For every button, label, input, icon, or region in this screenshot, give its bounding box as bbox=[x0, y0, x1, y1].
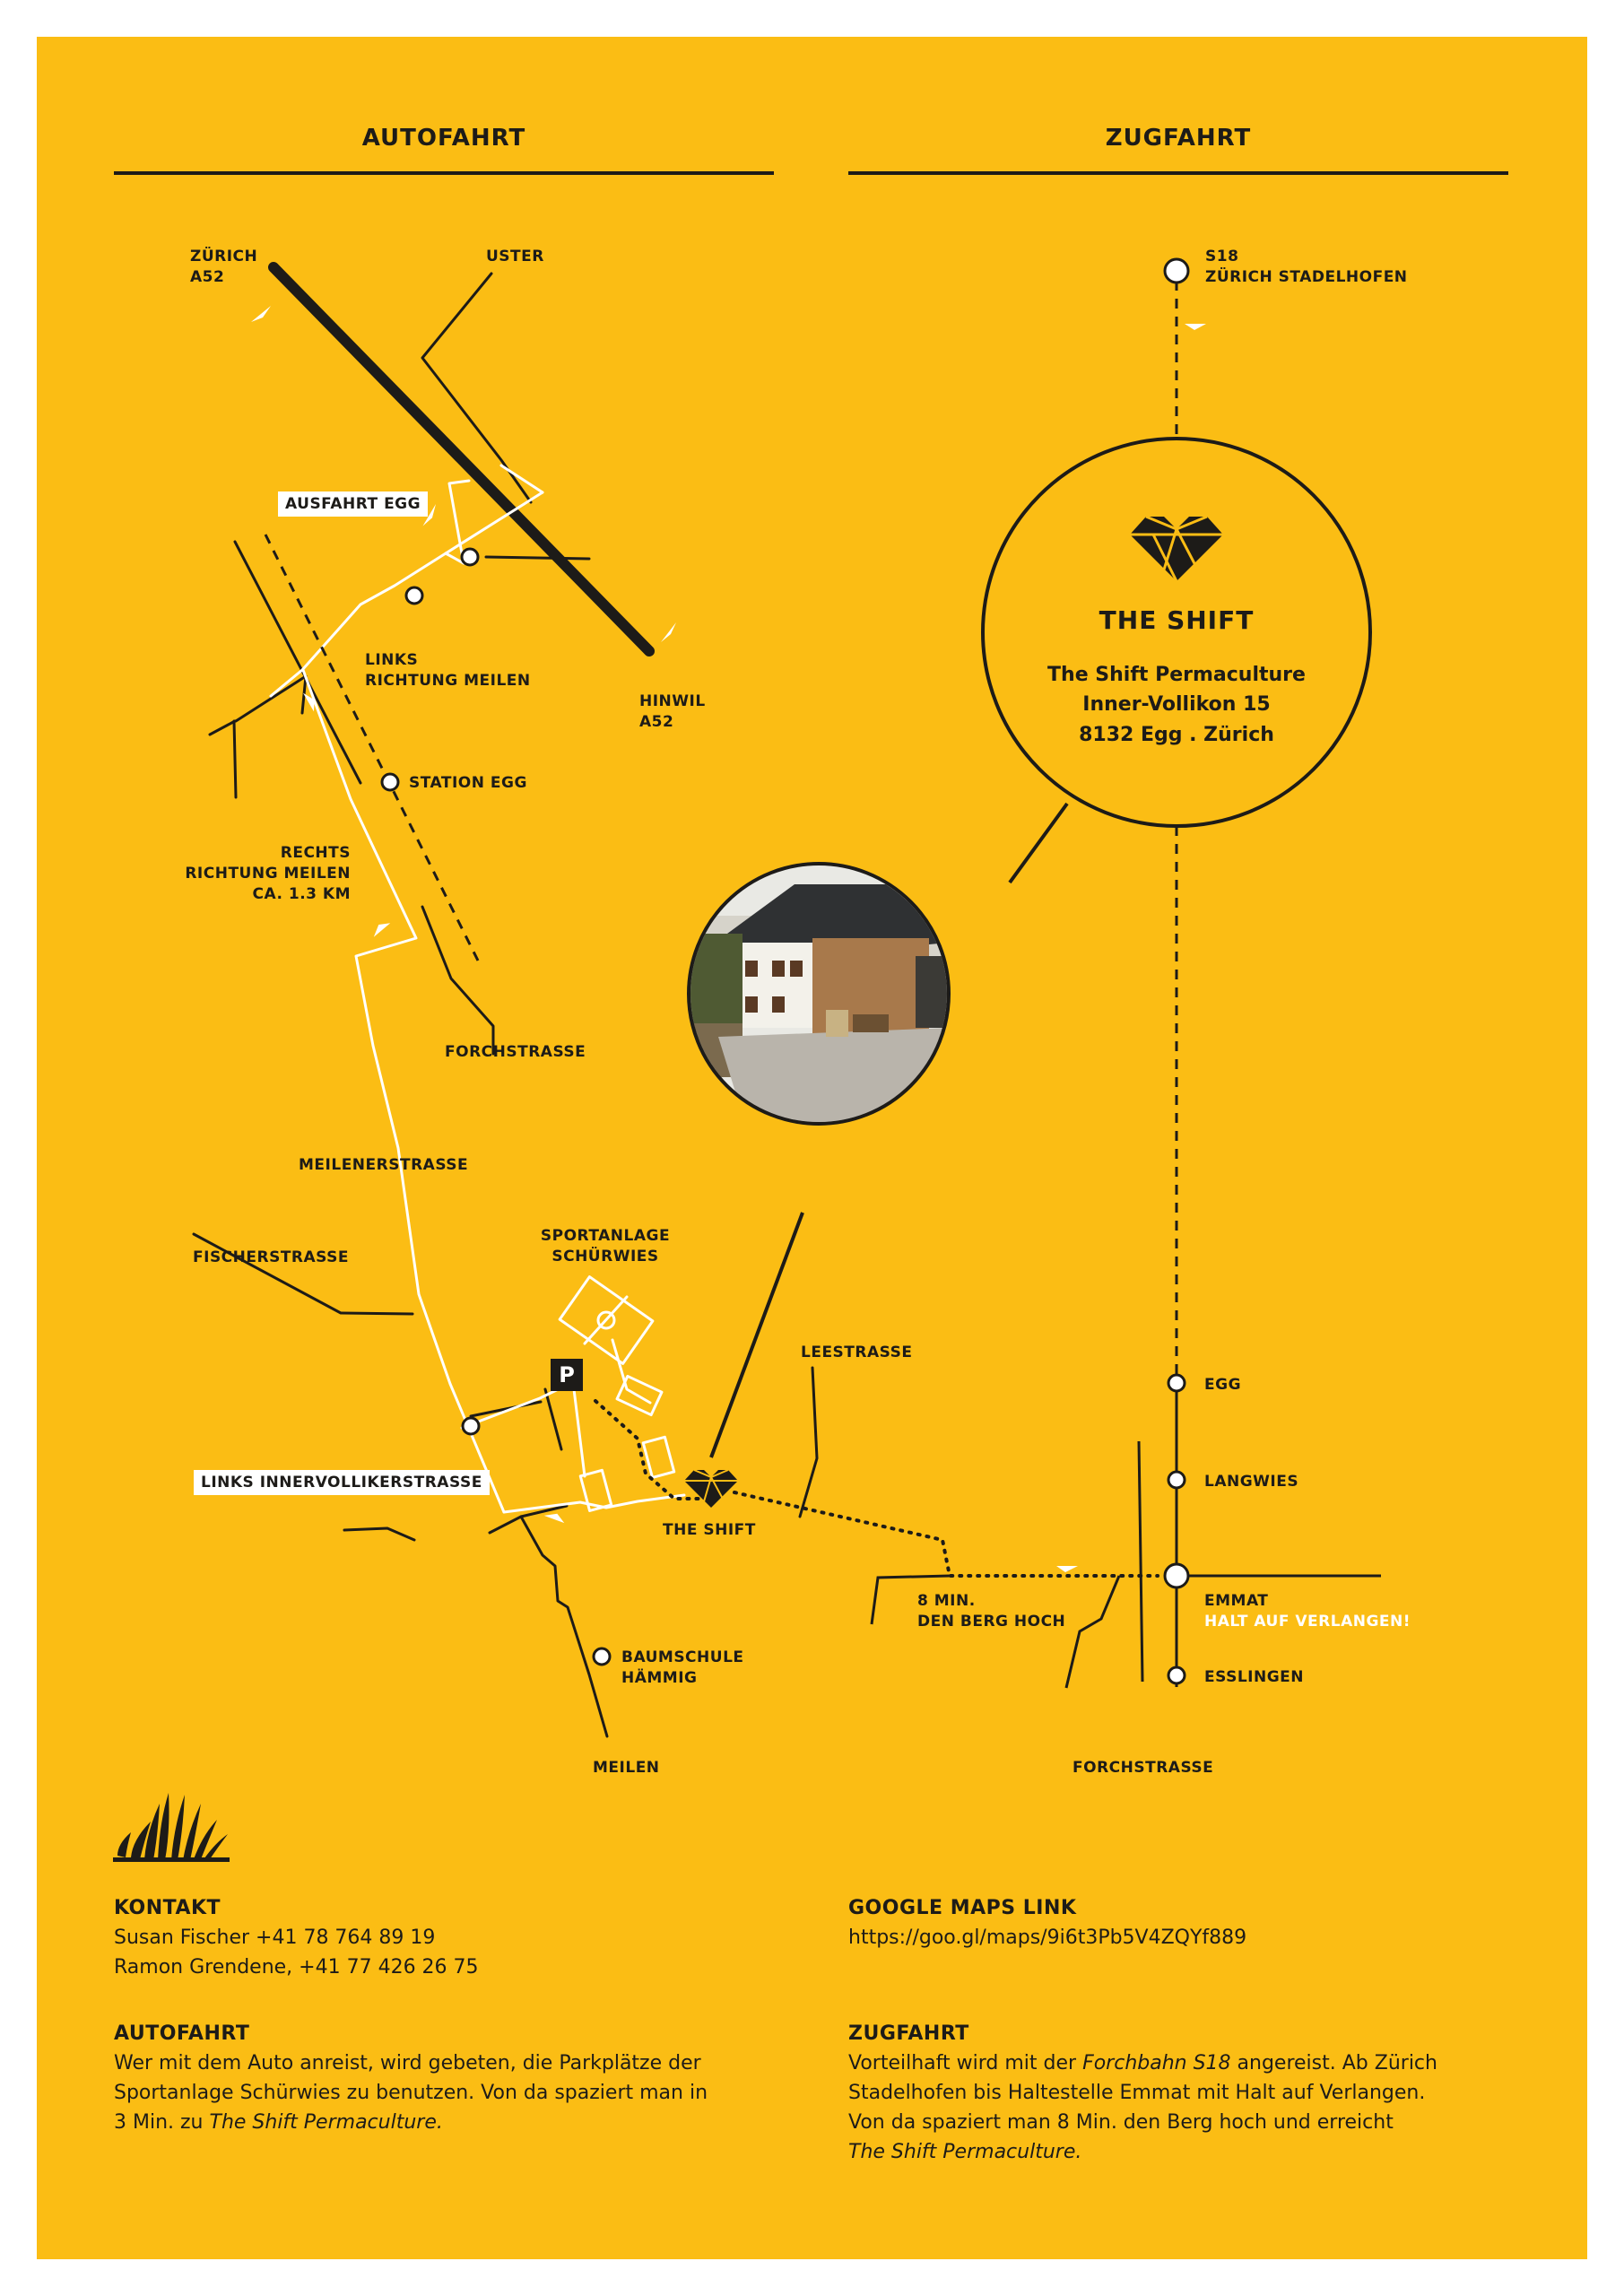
stop-stadelhofen bbox=[1163, 257, 1190, 284]
autofahrt-rule bbox=[114, 171, 774, 175]
label-forchstrasse-right: FORCHSTRASSE bbox=[1073, 1759, 1213, 1777]
zugfahrt-block: ZUGFAHRT Vorteilhaft wird mit der Forchb… bbox=[848, 2019, 1566, 2167]
stop-esslingen bbox=[1167, 1665, 1186, 1685]
label-links-1: LINKS bbox=[365, 651, 418, 669]
callout-lines bbox=[709, 802, 1069, 1458]
label-halt-auf-verlangen: HALT AUF VERLANGEN! bbox=[1204, 1613, 1411, 1631]
zugfahrt-rule bbox=[848, 171, 1508, 175]
label-leestrasse: LEESTRASSE bbox=[801, 1344, 912, 1361]
tag-links-innervollikerstrasse: LINKS INNERVOLLIKERSTRASSE bbox=[194, 1470, 490, 1495]
label-hinwil: HINWIL bbox=[639, 692, 706, 710]
label-sportanlage-1: SPORTANLAGE bbox=[541, 1227, 670, 1245]
motorway-a52 bbox=[268, 262, 655, 657]
autofahrt-text-line-1: Wer mit dem Auto anreist, wird gebeten, … bbox=[114, 2052, 701, 2074]
shift-heart-logo bbox=[1130, 515, 1223, 582]
zugfahrt-text-line-3: Von da spaziert man 8 Min. den Berg hoch… bbox=[848, 2111, 1394, 2134]
arrow-icon bbox=[373, 923, 391, 937]
label-the-shift: THE SHIFT bbox=[663, 1521, 756, 1539]
circle-line-3: 8132 Egg . Zürich bbox=[1079, 724, 1274, 746]
plant-logo-icon bbox=[113, 1793, 230, 1862]
walking-paths bbox=[594, 1399, 1159, 1578]
arrow-icon bbox=[1185, 324, 1206, 330]
label-meilen: MEILEN bbox=[593, 1759, 660, 1777]
autofahrt-heading: AUTOFAHRT bbox=[361, 125, 526, 152]
tag-ausfahrt-egg: AUSFAHRT EGG bbox=[278, 491, 429, 517]
label-meilenerstrasse: MEILENERSTRASSE bbox=[299, 1156, 468, 1174]
arrow-icon bbox=[543, 1513, 565, 1524]
zugfahrt-text-title: ZUGFAHRT bbox=[848, 2022, 969, 2045]
label-zurich-a52: A52 bbox=[190, 268, 224, 286]
label-rechts-3: CA. 1.3 KM bbox=[253, 885, 351, 903]
label-langwies: LANGWIES bbox=[1204, 1473, 1298, 1491]
label-fischerstrasse: FISCHERSTRASSE bbox=[193, 1248, 349, 1266]
train-stops bbox=[1163, 257, 1190, 1685]
label-s18: S18 bbox=[1205, 248, 1238, 265]
sports-field bbox=[558, 1275, 655, 1365]
circle-line-1: The Shift Permaculture bbox=[1047, 664, 1306, 686]
label-rechts-1: RECHTS bbox=[281, 844, 351, 862]
parking-sign-icon: P bbox=[551, 1359, 583, 1391]
building-2 bbox=[578, 1468, 613, 1512]
autofahrt-text-line-2: Sportanlage Schürwies zu benutzen. Von d… bbox=[114, 2082, 708, 2104]
label-hinwil-a52: A52 bbox=[639, 713, 673, 731]
label-zurich: ZÜRICH bbox=[190, 246, 257, 265]
autofahrt-text-title: AUTOFAHRT bbox=[114, 2022, 250, 2045]
kontakt-line-1: Susan Fischer +41 78 764 89 19 bbox=[114, 1926, 436, 1949]
label-links-2: RICHTUNG MEILEN bbox=[365, 672, 531, 690]
arrow-icon bbox=[661, 622, 676, 642]
zugfahrt-heading: ZUGFAHRT bbox=[1105, 125, 1252, 152]
google-title: GOOGLE MAPS LINK bbox=[848, 1897, 1077, 1919]
arrow-icon bbox=[251, 306, 271, 322]
stop-langwies bbox=[1167, 1470, 1186, 1490]
label-stadelhofen: ZÜRICH STADELHOFEN bbox=[1205, 266, 1408, 286]
poster: AUTOFAHRT ZUGFAHRT bbox=[37, 37, 1587, 2259]
zugfahrt-text-line-2: Stadelhofen bis Haltestelle Emmat mit Ha… bbox=[848, 2082, 1426, 2104]
sports-hall bbox=[615, 1374, 664, 1417]
autofahrt-block: AUTOFAHRT Wer mit dem Auto anreist, wird… bbox=[114, 2019, 813, 2137]
stop-egg bbox=[1167, 1373, 1186, 1393]
label-uster: USTER bbox=[486, 248, 544, 265]
label-walk-1: 8 MIN. bbox=[917, 1592, 976, 1610]
label-egg: EGG bbox=[1204, 1376, 1241, 1394]
road-markers bbox=[380, 547, 612, 1666]
label-forchstrasse: FORCHSTRASSE bbox=[445, 1043, 586, 1061]
circle-line-2: Inner-Vollikon 15 bbox=[1082, 693, 1270, 716]
google-maps-block: GOOGLE MAPS LINK https://goo.gl/maps/9i6… bbox=[848, 1893, 1548, 1952]
the-shift-marker-icon bbox=[684, 1469, 738, 1509]
route-map: ZÜRICH A52 USTER LINKS RICHTUNG MEILEN H… bbox=[113, 246, 1411, 1862]
arrow-icon bbox=[1056, 1566, 1078, 1572]
label-walk-2: DEN BERG HOCH bbox=[917, 1613, 1065, 1631]
label-emmat: EMMAT bbox=[1204, 1592, 1268, 1610]
label-baumschule-2: HÄMMIG bbox=[621, 1667, 698, 1687]
kontakt-block: KONTAKT Susan Fischer +41 78 764 89 19 R… bbox=[114, 1893, 795, 1982]
stop-emmat bbox=[1163, 1562, 1190, 1589]
label-rechts-2: RICHTUNG MEILEN bbox=[185, 865, 351, 883]
farmhouse-photo bbox=[687, 862, 951, 1126]
label-baumschule-1: BAUMSCHULE bbox=[621, 1648, 744, 1666]
kontakt-title: KONTAKT bbox=[114, 1897, 221, 1919]
arrow-icon bbox=[303, 692, 315, 712]
autofahrt-text-line-3: 3 Min. zu The Shift Permaculture. bbox=[114, 2111, 443, 2134]
rail-forchbahn-s18 bbox=[870, 281, 1381, 1689]
rail-forchbahn-left bbox=[264, 534, 480, 961]
zugfahrt-text-line-1: Vorteilhaft wird mit der Forchbahn S18 a… bbox=[848, 2052, 1437, 2074]
label-sportanlage-2: SCHÜRWIES bbox=[551, 1246, 658, 1265]
shift-info-circle bbox=[981, 437, 1372, 828]
label-esslingen: ESSLINGEN bbox=[1204, 1668, 1304, 1686]
building-1 bbox=[641, 1435, 676, 1479]
circle-title: THE SHIFT bbox=[1099, 605, 1255, 635]
label-station-egg: STATION EGG bbox=[409, 774, 527, 792]
zugfahrt-text-line-4: The Shift Permaculture. bbox=[848, 2141, 1082, 2163]
kontakt-line-2: Ramon Grendene, +41 77 426 26 75 bbox=[114, 1956, 479, 1979]
google-url-link[interactable]: https://goo.gl/maps/9i6t3Pb5V4ZQYf889 bbox=[848, 1926, 1247, 1949]
